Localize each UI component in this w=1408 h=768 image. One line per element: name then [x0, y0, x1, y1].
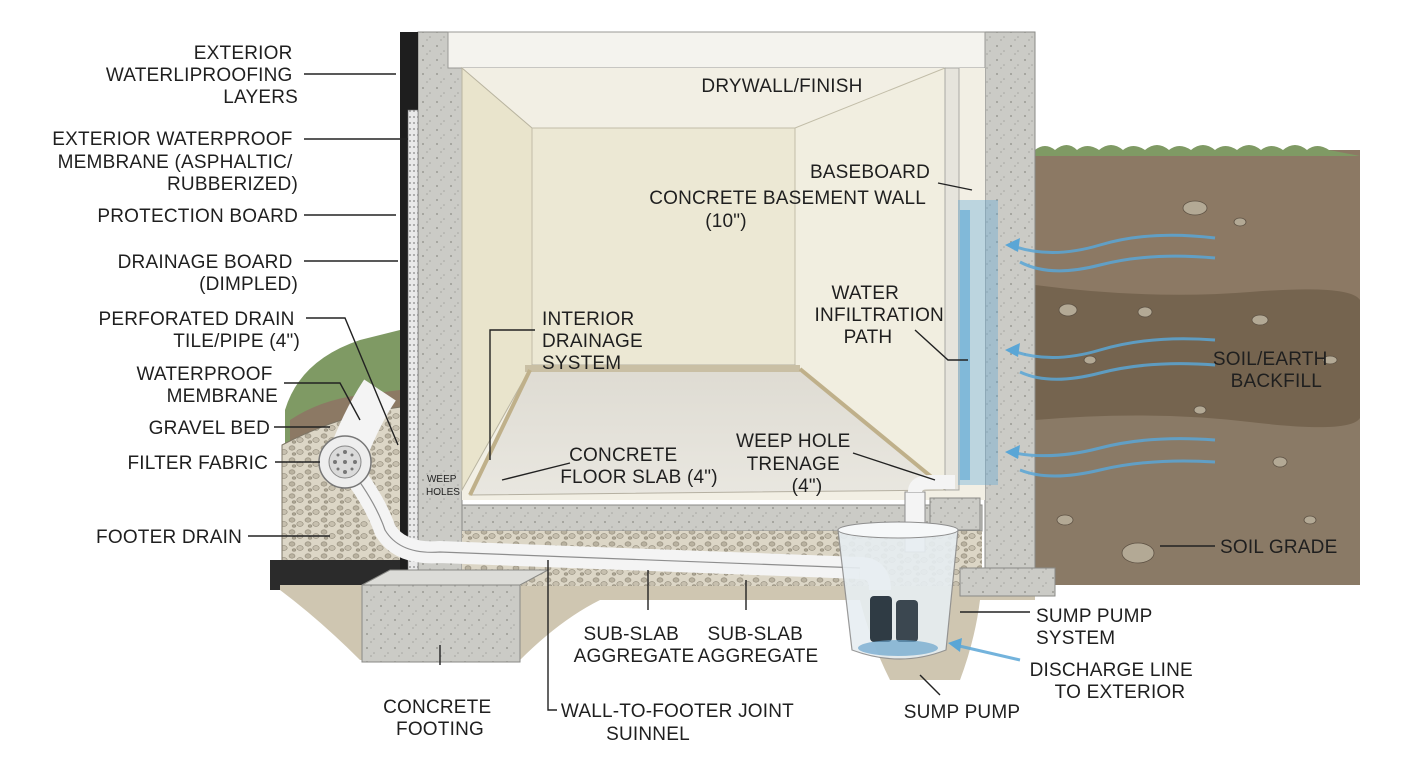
leader-lines: [248, 73, 1215, 711]
label-sump-system: SUMP PUMP SYSTEM: [1036, 606, 1158, 649]
label-perforated-drain: PERFORATED DRAIN TILE/PIPE (4"): [98, 309, 300, 352]
basement-room: [461, 66, 985, 500]
label-concrete-wall: CONCRETE BASEMENT WALL (10"): [649, 188, 931, 232]
label-filter-fabric: FILTER FABRIC: [127, 453, 268, 474]
label-weep-trenage: WEEP HOLE TRENAGE (4"): [736, 431, 856, 497]
label-footer-drain: FOOTER DRAIN: [96, 527, 242, 548]
label-floor-slab: CONCRETE FLOOR SLAB (4"): [560, 445, 718, 488]
label-sub-slab-aggregate-2: SUB-SLAB AGGREGATE: [698, 624, 819, 667]
label-concrete-footing: CONCRETE FOOTING: [383, 697, 497, 740]
label-gravel-bed: GRAVEL BED: [149, 418, 270, 439]
water-infiltration: [948, 200, 1216, 662]
soil-backfill-graphic: [1035, 145, 1360, 585]
label-exterior-membrane: EXTERIOR WATERPROOF MEMBRANE (ASPHALTIC/…: [52, 129, 298, 195]
label-drywall: DRYWALL/FINISH: [701, 76, 862, 97]
labels: EXTERIOR WATERLIPROOFING LAYERS EXTERIOR…: [52, 43, 1337, 745]
label-discharge-line: DISCHARGE LINE TO EXTERIOR: [1030, 660, 1199, 703]
label-sub-slab-aggregate-1: SUB-SLAB AGGREGATE: [574, 624, 695, 667]
label-exterior-layers: EXTERIOR WATERLIPROOFING LAYERS: [106, 43, 298, 108]
sump-basin: [837, 521, 959, 660]
label-waterproof-membrane: WATERPROOF MEMBRANE: [136, 364, 278, 407]
concrete-walls: [417, 31, 1036, 593]
label-wall-joint: WALL-TO-FOOTER JOINT SUINNEL: [561, 701, 799, 745]
label-soil-grade: SOIL GRADE: [1220, 537, 1337, 558]
label-drainage-board: DRAINAGE BOARD (DIMPLED): [118, 252, 298, 295]
label-weep-holes: WEEP HOLES: [426, 474, 460, 498]
label-sump-pump: SUMP PUMP: [904, 702, 1021, 723]
label-interior-drainage: INTERIOR DRAINAGE SYSTEM: [542, 309, 648, 374]
label-water-path: WATER INFILTRATION PATH: [815, 283, 950, 348]
exterior-layers-graphic: [400, 32, 419, 581]
label-soil-backfill: SOIL/EARTH BACKFILL: [1213, 349, 1333, 392]
label-protection-board: PROTECTION BOARD: [97, 206, 298, 227]
label-baseboard: BASEBOARD: [810, 162, 930, 183]
